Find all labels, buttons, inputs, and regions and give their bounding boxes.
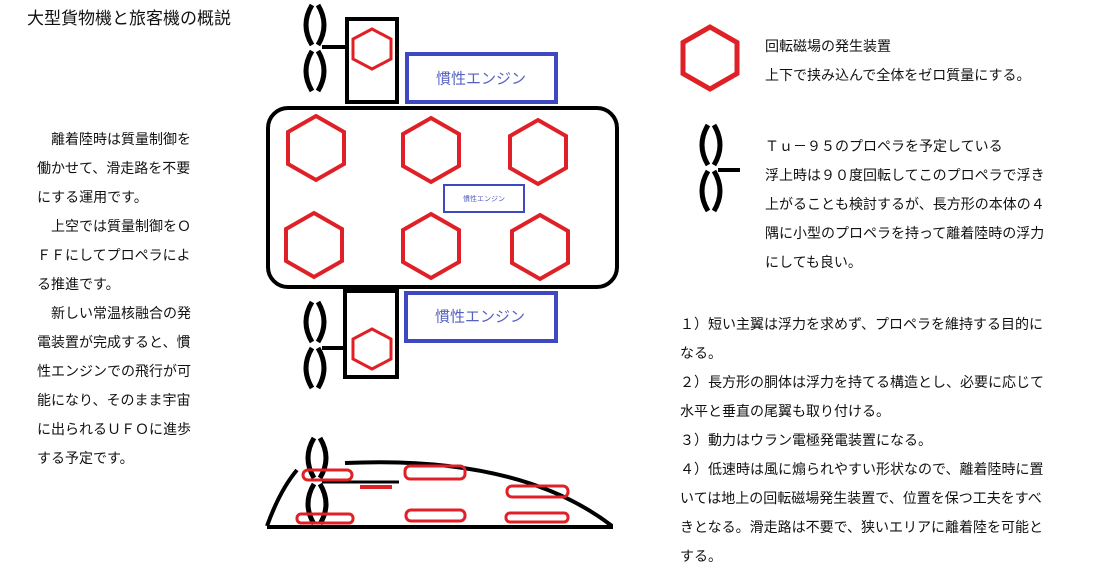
text-line: にする運用です。 bbox=[37, 190, 148, 206]
text-line: する予定です。 bbox=[37, 451, 134, 467]
text-line: にしても良い。 bbox=[765, 255, 862, 271]
note-line: する。 bbox=[680, 549, 722, 565]
text-line: 性エンジンでの飛行が可 bbox=[37, 364, 191, 380]
text-line: 回転磁場の発生装置 bbox=[765, 39, 891, 55]
page-title: 大型貨物機と旅客機の概説 bbox=[27, 9, 231, 29]
note-line: １）短い主翼は浮力を求めず、プロペラを維持する目的に bbox=[680, 317, 1044, 333]
legend-propeller-text: Ｔｕ－９５のプロペラを予定している 浮上時は９０度回転してこのプロペラで浮き 上… bbox=[765, 133, 1045, 278]
hexagon-icon bbox=[351, 327, 393, 371]
text-line: 上下で挟み込んで全体をゼロ質量にする。 bbox=[765, 68, 1031, 84]
text-line: 隅に小型のプロペラを持って離着陸時の浮力 bbox=[765, 226, 1045, 242]
text-line: 離着陸時は質量制御を bbox=[37, 132, 191, 148]
inertial-engine-small-label: 慣性エンジン bbox=[463, 194, 505, 203]
side-view bbox=[265, 438, 614, 529]
text-line: 電装置が完成すると、慣 bbox=[37, 335, 191, 351]
text-line: 浮上時は９０度回転してこのプロペラで浮き bbox=[765, 168, 1045, 184]
text-line: 上がることも検討するが、長方形の本体の４ bbox=[765, 197, 1045, 213]
text-line: 上空では質量制御をＯ bbox=[37, 219, 191, 235]
hexagon-icon bbox=[351, 27, 393, 71]
propeller-icon bbox=[306, 5, 324, 91]
hexagon-icon bbox=[284, 210, 344, 280]
notes-list: １）短い主翼は浮力を求めず、プロペラを維持する目的に なる。 ２）長方形の胴体は… bbox=[680, 311, 1044, 572]
hexagon-icon bbox=[286, 113, 346, 183]
text-line: ＦＦにしてプロペラによ bbox=[37, 248, 191, 264]
generator-bar bbox=[505, 484, 570, 499]
note-line: ３）動力はウラン電極発電装置になる。 bbox=[680, 433, 932, 449]
note-line: 水平と垂直の尾翼も取り付ける。 bbox=[680, 404, 890, 420]
legend-propeller-icon bbox=[702, 125, 720, 211]
note-line: ４）低速時は風に煽られやすい形状なので、離着陸時に置 bbox=[680, 462, 1044, 478]
inertial-engine-bottom bbox=[404, 291, 558, 343]
generator-bar bbox=[404, 508, 467, 523]
note-line: いては地上の回転磁場発生装置で、位置を保つ工夫をすべ bbox=[680, 491, 1042, 507]
text-line: 能になり、そのまま宇宙 bbox=[37, 393, 191, 409]
propeller-icon bbox=[306, 302, 324, 388]
inertial-engine-top bbox=[405, 52, 558, 104]
hexagon-icon bbox=[508, 117, 568, 187]
fuselage-top-view bbox=[266, 106, 619, 289]
hexagon-icon bbox=[401, 211, 461, 281]
legend-hexagon-text: 回転磁場の発生装置 上下で挟み込んで全体をゼロ質量にする。 bbox=[765, 33, 1030, 91]
note-line: ２）長方形の胴体は浮力を持てる構造とし、必要に応じて bbox=[680, 375, 1044, 391]
wing-box-top bbox=[345, 17, 399, 104]
text-line: 新しい常温核融合の発 bbox=[37, 306, 191, 322]
note-line: なる。 bbox=[680, 346, 722, 362]
generator-bar bbox=[295, 512, 355, 525]
text-line: Ｔｕ－９５のプロペラを予定している bbox=[765, 139, 1003, 155]
inertial-engine-center bbox=[443, 184, 525, 213]
generator-bar bbox=[403, 464, 467, 481]
description-text: 離着陸時は質量制御を 働かせて、滑走路を不要 にする運用です。 上空では質量制御… bbox=[37, 126, 191, 474]
inertial-engine-label: 慣性エンジン bbox=[436, 70, 526, 88]
note-line: きとなる。滑走路は不要で、狭いエリアに離着陸を可能と bbox=[680, 520, 1044, 536]
generator-bar bbox=[301, 468, 354, 482]
hexagon-icon bbox=[510, 212, 570, 282]
text-line: 働かせて、滑走路を不要 bbox=[37, 161, 191, 177]
inertial-engine-label: 慣性エンジン bbox=[435, 308, 525, 326]
wing-box-bottom bbox=[343, 289, 399, 379]
hexagon-icon bbox=[401, 115, 461, 185]
generator-bar bbox=[504, 511, 570, 524]
legend-hexagon-icon bbox=[680, 24, 740, 92]
text-line: る推進です。 bbox=[37, 277, 120, 293]
text-line: に出られるＵＦＯに進歩 bbox=[37, 422, 191, 438]
